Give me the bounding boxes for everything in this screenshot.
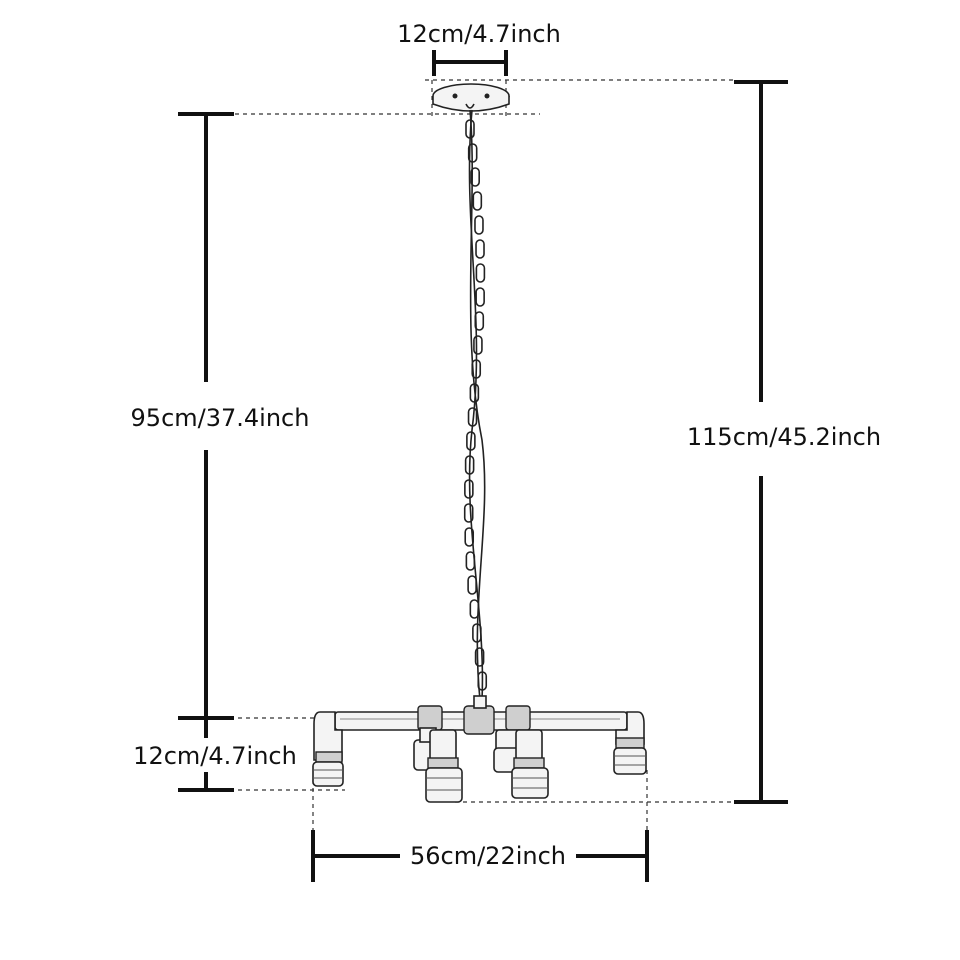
chain-link (466, 431, 476, 451)
chain-link (475, 287, 485, 307)
canopy-width-label: 12cm/4.7inch (397, 20, 561, 48)
chain-link (465, 551, 476, 571)
chain-link (463, 503, 474, 523)
chain-illustration (463, 109, 488, 701)
pipe-fixture-illustration (312, 695, 647, 803)
chain-link (467, 575, 477, 595)
canopy-width-dimension: 12cm/4.7inch (397, 20, 561, 76)
chain-link (467, 407, 478, 427)
chain-link (464, 479, 474, 499)
chain-link (472, 191, 483, 211)
chain-link (464, 527, 475, 547)
chain-link (474, 311, 485, 331)
chain-link (473, 335, 483, 355)
chain-link (470, 167, 480, 187)
fixture-height-label: 12cm/4.7inch (133, 742, 297, 770)
chain-link (469, 383, 480, 403)
chain-link (472, 623, 482, 643)
chain-link (469, 599, 480, 619)
total-height-label: 115cm/45.2inch (687, 423, 881, 451)
fixture-width-label: 56cm/22inch (410, 842, 566, 870)
chain-link (474, 215, 484, 235)
fixture-height-dimension: 12cm/4.7inch (133, 718, 297, 792)
chain-link (465, 119, 475, 139)
chain-link (474, 647, 485, 667)
chain-link (477, 671, 488, 691)
chain-link (464, 455, 475, 475)
fixture-width-dimension: 56cm/22inch (311, 830, 649, 882)
chain-link (471, 359, 482, 379)
chain-length-label: 95cm/37.4inch (131, 404, 310, 432)
total-height-dimension: 115cm/45.2inch (687, 80, 881, 804)
chain-link (475, 263, 486, 283)
ceiling-canopy-illustration (432, 83, 510, 112)
chain-link (475, 239, 485, 259)
chain-link (467, 143, 478, 163)
chain-length-dimension: 95cm/37.4inch (131, 112, 310, 720)
